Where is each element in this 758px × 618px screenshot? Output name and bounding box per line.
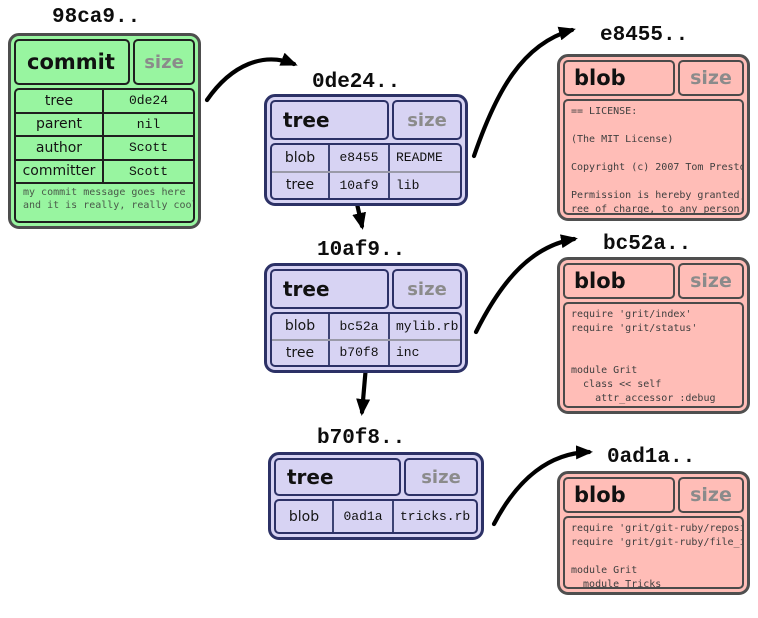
field-label: parent <box>36 116 82 133</box>
blob-size-header: size <box>678 477 744 513</box>
commit-message: my commit message goes here and it is re… <box>23 187 193 211</box>
tree-type-header: tree <box>274 458 401 496</box>
blob-e8455-hash-label: e8455.. <box>600 24 689 47</box>
tree-object-b70f8: tree size blob 0ad1a tricks.rb <box>268 452 484 540</box>
tree-size-header: size <box>392 100 462 140</box>
entry-type: tree <box>285 344 315 361</box>
entry-type: blob <box>284 149 316 166</box>
field-label: author <box>35 139 83 156</box>
commit-field-committer: committer Scott <box>16 160 193 184</box>
tree-entry: blob e8455 README <box>272 145 460 171</box>
tree-10af9-hash-label: 10af9.. <box>317 239 406 262</box>
tree-entry: tree 10af9 lib <box>272 170 460 198</box>
commit-size-header: size <box>133 39 195 85</box>
blob-object-0ad1a: blob size require 'grit/git-ruby/reposi … <box>557 471 750 595</box>
commit-type-header: commit <box>14 39 130 85</box>
field-value: Scott <box>102 160 193 182</box>
blob-object-bc52a: blob size require 'grit/index' require '… <box>557 257 750 414</box>
commit-field-tree: tree 0de24 <box>16 90 193 114</box>
blob-object-e8455: blob size == LICENSE: (The MIT License) … <box>557 54 750 221</box>
tree-entry: blob bc52a mylib.rb <box>272 314 460 339</box>
entry-name: mylib.rb <box>388 314 460 339</box>
tree-entry: tree b70f8 inc <box>272 338 460 365</box>
tree-entry: blob 0ad1a tricks.rb <box>276 501 476 532</box>
tree-object-0de24: tree size blob e8455 README tree 10af9 l… <box>264 94 468 206</box>
tree-0de24-hash-label: 0de24.. <box>312 71 401 94</box>
field-value: nil <box>102 113 193 135</box>
tree-size-header: size <box>392 269 462 309</box>
tree-object-10af9: tree size blob bc52a mylib.rb tree b70f8… <box>264 263 468 373</box>
blob-content: require 'grit/git-ruby/reposi require 'g… <box>571 523 742 587</box>
blob-bc52a-hash-label: bc52a.. <box>603 233 692 256</box>
blob-size-header: size <box>678 263 744 299</box>
commit-hash-label: 98ca9.. <box>52 6 141 29</box>
entry-name: README <box>388 145 460 171</box>
field-value: Scott <box>102 137 193 159</box>
blob-type-header: blob <box>563 60 675 96</box>
entry-hash: 0ad1a <box>332 501 392 532</box>
blob-content: == LICENSE: (The MIT License) Copyright … <box>571 106 742 213</box>
blob-content: require 'grit/index' require 'grit/statu… <box>571 309 716 404</box>
entry-type: blob <box>288 508 320 525</box>
tree-type-header: tree <box>270 100 389 140</box>
field-value: 0de24 <box>102 90 193 112</box>
entry-type: tree <box>285 177 315 194</box>
tree-b70f8-hash-label: b70f8.. <box>317 427 406 450</box>
blob-0ad1a-hash-label: 0ad1a.. <box>607 446 696 469</box>
commit-field-parent: parent nil <box>16 113 193 137</box>
tree-type-header: tree <box>270 269 389 309</box>
entry-name: inc <box>388 340 460 365</box>
commit-field-author: author Scott <box>16 137 193 161</box>
entry-hash: e8455 <box>328 145 388 171</box>
commit-object: commit size tree 0de24 parent nil author… <box>8 33 201 229</box>
field-label: tree <box>44 92 74 109</box>
entry-hash: bc52a <box>328 314 388 339</box>
entry-hash: b70f8 <box>328 340 388 365</box>
blob-type-header: blob <box>563 477 675 513</box>
entry-name: tricks.rb <box>392 501 476 532</box>
entry-hash: 10af9 <box>328 172 388 198</box>
entry-name: lib <box>388 172 460 198</box>
blob-type-header: blob <box>563 263 675 299</box>
blob-size-header: size <box>678 60 744 96</box>
field-label: committer <box>22 163 96 180</box>
tree-size-header: size <box>404 458 478 496</box>
entry-type: blob <box>284 318 316 335</box>
